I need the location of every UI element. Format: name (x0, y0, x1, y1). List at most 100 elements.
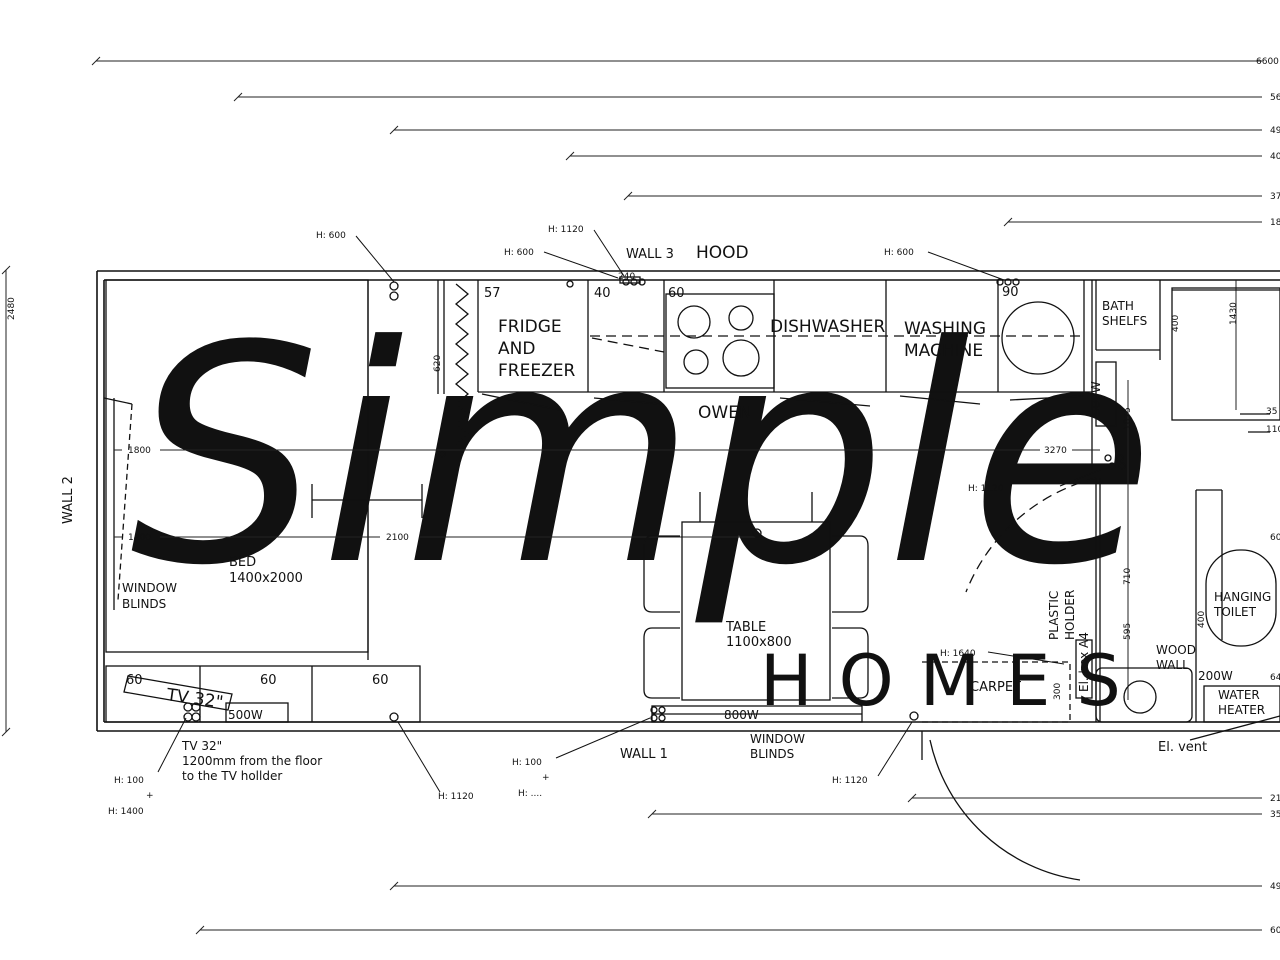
dim-3270: 3270 (1044, 446, 1067, 456)
dim-710: 710 (1123, 568, 1133, 585)
dim-right-110: 110 (1266, 425, 1280, 435)
bedroom-blinds-line2: BLINDS (122, 597, 166, 611)
bathroom (1095, 280, 1280, 741)
dim-bottom-2: 35 (1270, 810, 1280, 820)
dim-top-2: 56 (1270, 93, 1280, 103)
dim-top-6: 18 (1270, 218, 1280, 228)
bed-label: BED (229, 555, 256, 570)
dim-400-bottom: 400 (1197, 611, 1207, 628)
heater-line1: WATER (1218, 688, 1260, 702)
washing-line1: WASHING (904, 319, 986, 339)
height-100-tv: H: 100 (114, 776, 144, 786)
carpet-label: CARPET (970, 680, 1021, 695)
dim-bottom-1: 21 (1270, 794, 1280, 804)
living-blinds-line1: WINDOW (750, 732, 805, 746)
kitchen (477, 276, 1093, 470)
cabinet-57: 57 (484, 286, 501, 301)
hood-label: HOOD (696, 243, 749, 263)
dim-300: 300 (1053, 683, 1063, 700)
height-plus-living: + (542, 773, 550, 783)
dim-620: 620 (433, 355, 443, 372)
bedroom (103, 279, 470, 723)
interior-dimension-labels: 1800 1400 2100 3270 1430 1075 710 595 40… (128, 302, 1280, 700)
plastic-holder-line1: PLASTIC (1047, 591, 1061, 640)
shelf-60-c: 60 (372, 673, 389, 688)
dim-595: 595 (1123, 623, 1133, 640)
wall-2-label: WALL 2 (61, 476, 76, 524)
living-blinds-line2: BLINDS (750, 747, 794, 761)
wall-labels: WALL 1 WALL 2 WALL 3 (61, 247, 674, 762)
fridge-line2: AND (498, 339, 535, 359)
dim-bottom-4: 60 (1270, 926, 1280, 936)
height-1120-a: H: 1120 (548, 225, 584, 235)
washing-line2: MACHINE (904, 341, 983, 361)
bedroom-labels: BED 1400x2000 WINDOW BLINDS 60 60 60 TV … (122, 555, 389, 783)
height-600-b: H: 600 (504, 248, 534, 258)
dim-top-3: 49 (1270, 126, 1280, 136)
fridge-line1: FRIDGE (498, 317, 562, 337)
height-1120-door-bottom: H: 1120 (832, 776, 868, 786)
dim-2100: 2100 (386, 533, 409, 543)
wood-wall-line2: WALL (1156, 658, 1189, 672)
watermark: Simple HOMES (130, 282, 1154, 722)
bath-shelfs-line2: SHELFS (1102, 314, 1147, 328)
height-100-living: H: 100 (512, 758, 542, 768)
kitchen-labels: HOOD 57 40 60 90 240 FRIDGE AND FREEZER … (484, 243, 1019, 423)
bed-size: 1400x2000 (229, 571, 303, 586)
height-600-c: H: 600 (884, 248, 914, 258)
dim-1075: 1075 (1123, 407, 1133, 430)
dim-1430: 1430 (1229, 302, 1239, 325)
bathroom-labels: BATH SHELFS 500W HANGING TOILET WOOD WAL… (1089, 299, 1271, 755)
fridge-line3: FREEZER (498, 361, 575, 381)
bedroom-500w: 500W (228, 708, 263, 722)
table-label: TABLE (725, 620, 766, 635)
tv-note-line3: to the TV hollder (182, 769, 282, 783)
height-leaders (157, 229, 1101, 793)
dim-top-1: 6600 (1256, 57, 1279, 67)
toilet-line1: HANGING (1214, 590, 1271, 604)
dim-right-64: 64 (1270, 673, 1280, 683)
table-size: 1100x800 (726, 635, 792, 650)
watermark-subtitle: HOMES (760, 640, 1147, 722)
cabinet-240: 240 (618, 272, 635, 282)
shelf-60-a: 60 (126, 673, 143, 688)
height-plus-tv: + (146, 791, 154, 801)
living-800w: 800W (724, 708, 759, 722)
el-vent-label: El. vent (1158, 740, 1207, 755)
dim-left-height: 2480 (7, 297, 17, 320)
dishwasher-label: DISHWASHER (770, 317, 886, 337)
dimension-lines (1, 56, 1262, 935)
wall-3-label: WALL 3 (626, 247, 674, 262)
plastic-holder-line2: HOLDER (1063, 590, 1077, 640)
dim-top-5: 37 (1270, 192, 1280, 202)
cabinet-40: 40 (594, 286, 611, 301)
height-1640: H: 1640 (940, 649, 976, 659)
oven-label: OWEN (698, 403, 752, 423)
toilet-line2: TOILET (1213, 605, 1257, 619)
height-dots: H: .... (518, 789, 542, 799)
dim-1800: 1800 (128, 446, 151, 456)
dim-right-60: 60 (1270, 533, 1280, 543)
heater-line2: HEATER (1218, 703, 1265, 717)
dim-1400: 1400 (128, 533, 151, 543)
bedroom-blinds-line1: WINDOW (122, 581, 177, 595)
bath-500w: 500W (1089, 381, 1103, 416)
tv-note-line2: 1200mm from the floor (182, 754, 322, 768)
dimension-labels: 6600 56 49 40 37 18 21 35 49 60 2480 (7, 57, 1280, 936)
interior-dimension-lines (114, 280, 1237, 700)
bath-shelfs-line1: BATH (1102, 299, 1134, 313)
wall-1-label: WALL 1 (620, 747, 668, 762)
cabinet-60: 60 (668, 286, 685, 301)
height-1120-bedroom: H: 1120 (438, 792, 474, 802)
dining-area (643, 477, 1101, 881)
tv-label: TV 32" (164, 685, 224, 713)
watermark-script: Simple (130, 282, 1154, 631)
height-labels: H: 600 H: 1120 H: 600 H: 600 H: 1120 H: … (108, 225, 1004, 817)
height-600-a: H: 600 (316, 231, 346, 241)
el-box-label: El. box A4 (1077, 632, 1091, 692)
dim-400-top: 400 (1171, 315, 1181, 332)
bath-200w: 200W (1198, 669, 1233, 683)
shelf-60-b: 60 (260, 673, 277, 688)
tv-note-line1: TV 32" (181, 739, 222, 753)
